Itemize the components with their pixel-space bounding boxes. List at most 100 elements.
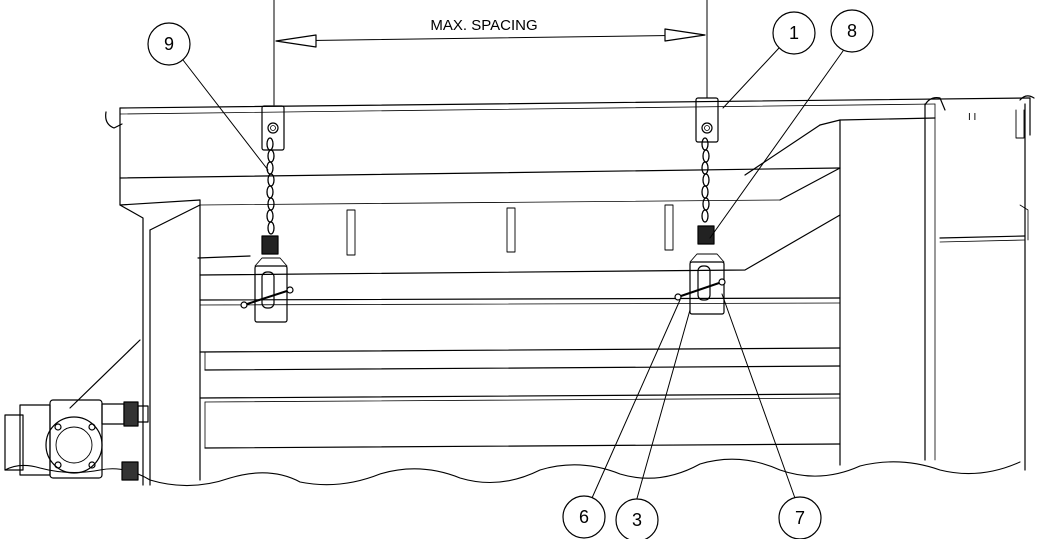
right-marking: I I xyxy=(968,112,976,123)
baffle-1 xyxy=(346,209,356,256)
clamp-cylinder-right xyxy=(697,265,711,301)
frame-structure: I I xyxy=(4,95,1035,487)
leader-3 xyxy=(635,309,691,503)
leader-7 xyxy=(721,293,797,502)
lug-left-icon xyxy=(105,111,123,129)
side-panel-edge xyxy=(119,204,144,486)
trough-lip xyxy=(199,214,841,276)
handle-knob-right-2 xyxy=(718,278,726,286)
clamp-top-left xyxy=(254,257,288,267)
callout-6: 6 xyxy=(562,495,606,539)
arrow-left-icon xyxy=(275,34,317,48)
chain-right xyxy=(701,137,710,223)
gearbox-assembly xyxy=(4,399,149,481)
right-handle xyxy=(1015,109,1025,139)
channel-3-bottom xyxy=(204,443,841,449)
hanger-left xyxy=(240,105,294,323)
trough-top-edge xyxy=(199,199,781,206)
chain-left xyxy=(266,137,275,235)
break-line xyxy=(4,458,1021,487)
lug-right-icon xyxy=(1019,95,1035,101)
bolt-icon xyxy=(88,461,96,469)
callout-circle xyxy=(778,496,822,539)
turnbuckle-left xyxy=(261,235,279,255)
shaft-end xyxy=(137,405,149,423)
clamp-handle-right xyxy=(677,281,723,298)
shaft-collar xyxy=(123,401,139,427)
handle-knob-left-2 xyxy=(286,286,294,294)
motor-end xyxy=(4,414,24,471)
dimension-line xyxy=(275,34,706,42)
bolt-icon xyxy=(54,461,62,469)
arrow-right-icon xyxy=(664,28,706,42)
callout-circle xyxy=(615,498,659,539)
leader-6 xyxy=(591,299,681,499)
leader-8 xyxy=(709,50,844,239)
top-rail-top-edge xyxy=(119,97,1031,109)
callout-circle xyxy=(830,9,874,53)
channel-1-top xyxy=(199,297,841,301)
side-panel-top xyxy=(119,177,201,206)
lug-mid-icon xyxy=(924,97,946,111)
callout-3: 3 xyxy=(615,498,659,539)
clamp-body-right xyxy=(689,261,725,315)
callout-number: 8 xyxy=(847,21,857,41)
right-top xyxy=(839,117,936,121)
spacing-dimension: MAX. SPACING xyxy=(273,0,708,106)
clamp-handle-left xyxy=(243,289,291,306)
bracket-right xyxy=(695,97,719,143)
leader-9 xyxy=(182,59,269,171)
junction-box xyxy=(121,461,139,481)
gearbox-hub xyxy=(55,426,93,464)
hanger-right xyxy=(674,97,726,315)
bolt-icon xyxy=(88,423,96,431)
dimension-label: MAX. SPACING xyxy=(430,17,537,34)
top-rail-bottom xyxy=(119,167,841,179)
baffle-3 xyxy=(664,204,674,251)
turnbuckle-right xyxy=(697,225,715,245)
eyebolt-right-hole xyxy=(704,125,710,131)
eyebolt-left-hole xyxy=(270,125,276,131)
leader-lines xyxy=(182,47,844,503)
right-box-top xyxy=(939,235,1026,239)
callout-circle xyxy=(772,11,816,55)
gearbox-flange xyxy=(45,416,103,474)
trough-lip-left xyxy=(197,255,251,259)
callout-number: 9 xyxy=(164,34,174,54)
channel-2-bottom xyxy=(204,365,841,371)
handle-knob-right xyxy=(674,293,682,301)
callout-number: 1 xyxy=(789,23,799,43)
eyebolt-right xyxy=(701,122,713,134)
callout-7: 7 xyxy=(778,496,822,539)
gearbox-housing xyxy=(49,399,103,479)
callout-number: 6 xyxy=(579,507,589,527)
top-rail-inner-edge xyxy=(119,103,936,115)
baffle-2 xyxy=(506,207,516,253)
brace-left xyxy=(69,339,141,409)
channel-2-top xyxy=(199,347,841,353)
handle-knob-left xyxy=(240,301,248,309)
right-bracket xyxy=(1019,204,1029,241)
trough-diagonal xyxy=(779,167,841,201)
callout-1: 1 xyxy=(772,11,816,55)
callout-9: 9 xyxy=(147,22,191,66)
channel-3-inner xyxy=(204,397,841,403)
callout-circle xyxy=(147,22,191,66)
right-diagonal xyxy=(744,124,821,176)
callout-circle xyxy=(562,495,606,539)
motor-body xyxy=(19,404,51,476)
channel-1-inner xyxy=(199,302,841,306)
bolt-icon xyxy=(54,423,62,431)
coupling xyxy=(101,403,125,425)
right-post xyxy=(819,119,841,466)
channel-3-top xyxy=(199,393,841,399)
clamp-body-left xyxy=(254,265,288,323)
clamp-top-right xyxy=(689,253,725,263)
clamp-cylinder-left xyxy=(261,271,275,309)
callout-number: 3 xyxy=(632,510,642,530)
side-panel-inner xyxy=(149,204,201,231)
bracket-left xyxy=(261,105,285,151)
right-box-inner xyxy=(939,239,1026,243)
